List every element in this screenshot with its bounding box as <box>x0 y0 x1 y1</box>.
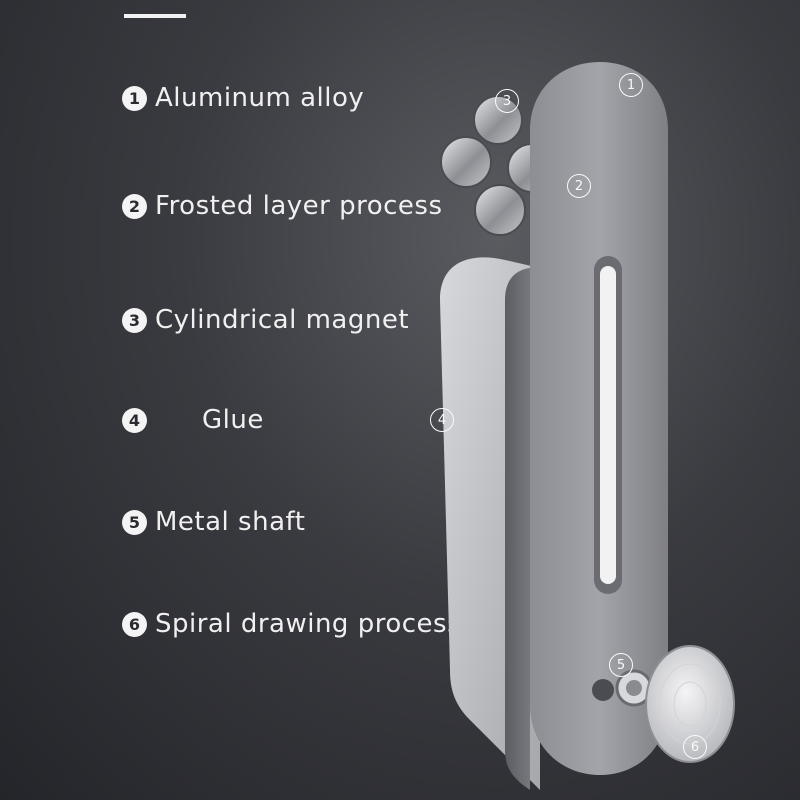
magnet-cylinder <box>440 136 492 188</box>
feature-number-badge: 3 <box>122 307 147 333</box>
feature-cylindrical-magnet: 3 Cylindrical magnet <box>122 302 409 338</box>
feature-aluminum-alloy: 1 Aluminum alloy <box>122 80 364 116</box>
disc-spiral-ring <box>673 681 707 727</box>
disc-face <box>645 645 735 763</box>
magnet-cylinder <box>474 184 526 236</box>
feature-frosted-layer: 2 Frosted layer process <box>122 188 443 224</box>
metal-shaft <box>592 669 653 707</box>
callout-badge: 6 <box>683 735 707 759</box>
callout-badge: 2 <box>567 174 591 198</box>
shaft-hole <box>592 679 614 701</box>
feature-number-badge: 2 <box>122 193 147 219</box>
plate-edge <box>505 268 530 790</box>
callout-badge: 4 <box>430 408 454 432</box>
feature-label: Cylindrical magnet <box>155 305 410 335</box>
callout-badge: 3 <box>495 89 519 113</box>
shaft-core <box>626 680 642 696</box>
feature-label: Spiral drawing process <box>155 609 462 639</box>
feature-label: Aluminum alloy <box>155 83 365 113</box>
callout-badge: 1 <box>619 73 643 97</box>
feature-label: Frosted layer process <box>155 191 443 221</box>
feature-number-badge: 4 <box>122 407 147 433</box>
feature-number-badge: 5 <box>122 509 147 535</box>
callout-badge: 5 <box>609 653 633 677</box>
feature-number-badge: 6 <box>122 611 147 637</box>
plate-slot-highlight <box>600 266 616 584</box>
feature-label: Glue <box>202 405 264 435</box>
feature-metal-shaft: 5 Metal shaft <box>122 504 305 540</box>
feature-glue: 4 Glue <box>122 402 264 438</box>
feature-spiral-drawing: 6 Spiral drawing process <box>122 606 461 642</box>
feature-list: 1 Aluminum alloy 2 Frosted layer process… <box>122 0 502 800</box>
feature-label: Metal shaft <box>155 507 306 537</box>
spiral-disc <box>645 645 735 763</box>
top-accent-bar <box>124 14 186 18</box>
aluminum-plate <box>505 62 668 790</box>
feature-number-badge: 1 <box>122 85 147 111</box>
